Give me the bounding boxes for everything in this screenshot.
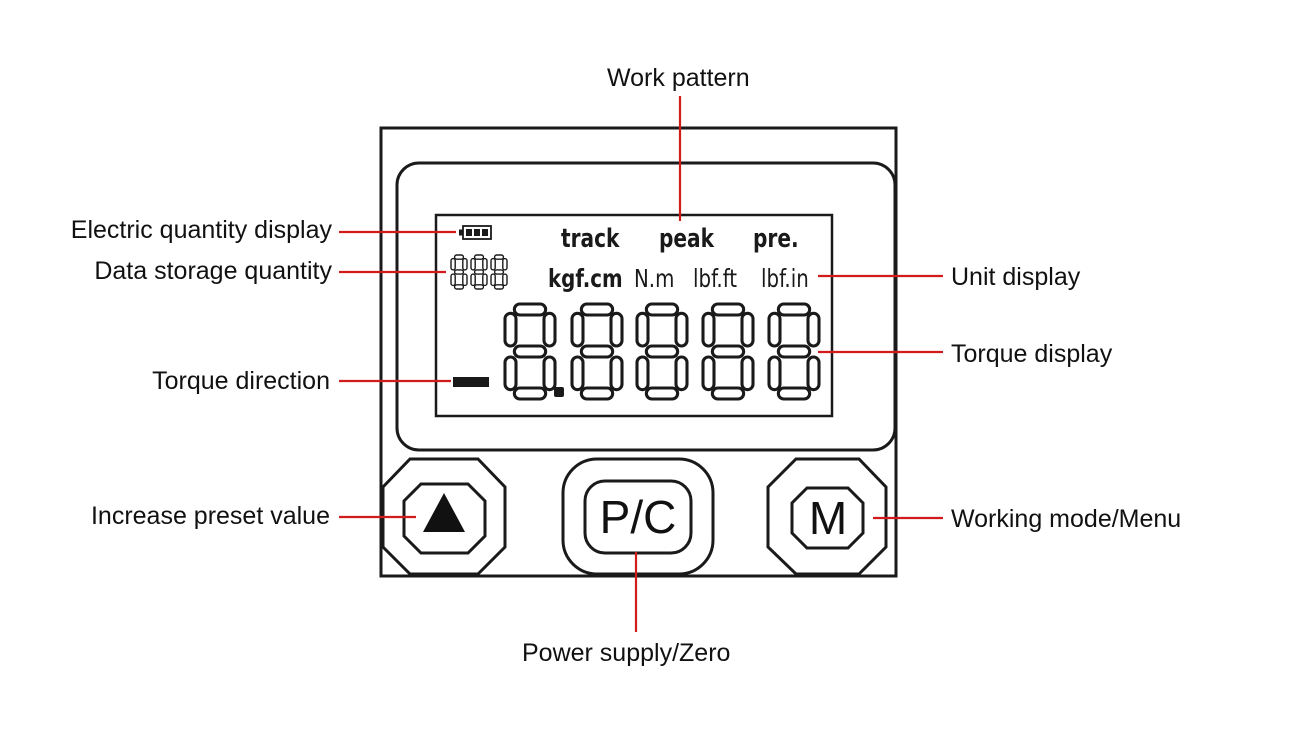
unit-lbf-in: lbf.in: [761, 264, 809, 293]
unit-lbf-ft: lbf.ft: [693, 264, 738, 293]
storage-digit-3: [490, 254, 508, 290]
mode-pre: pre.: [753, 224, 799, 254]
torque-direction-minus-segment: [453, 377, 489, 387]
up-triangle-icon[interactable]: [423, 493, 465, 532]
unit-n-m: N.m: [634, 264, 675, 293]
label-working-mode: Working mode/Menu: [951, 505, 1182, 533]
pc-button-shell-inner[interactable]: [583, 479, 693, 555]
unit-kgf-cm: kgf.cm: [548, 264, 623, 293]
main-digit-2: [570, 302, 624, 401]
lcd-window: [434, 213, 834, 418]
main-digit-5: [767, 302, 821, 401]
storage-digit-1: [450, 254, 468, 290]
main-digit-4: [701, 302, 755, 401]
mode-peak: peak: [659, 224, 714, 254]
label-power-supply: Power supply/Zero: [522, 639, 731, 667]
storage-digit-2: [470, 254, 488, 290]
label-unit-display: Unit display: [951, 263, 1081, 291]
label-torque-display: Torque display: [951, 340, 1113, 368]
battery-full-icon: [459, 225, 492, 240]
mode-track: track: [561, 224, 620, 254]
label-increase-preset: Increase preset value: [90, 502, 330, 530]
label-electric-quantity: Electric quantity display: [70, 216, 332, 244]
main-digit-1: [503, 302, 557, 401]
m-button-shell: [766, 457, 888, 576]
m-button-label[interactable]: M: [808, 492, 848, 544]
main-digit-3: [635, 302, 689, 401]
label-data-storage: Data storage quantity: [94, 257, 332, 285]
decimal-point: [554, 387, 564, 397]
pc-button-label[interactable]: P/C: [599, 491, 677, 543]
storage-digits: [450, 254, 508, 290]
label-work-pattern: Work pattern: [607, 64, 750, 92]
label-torque-direction: Torque direction: [152, 367, 330, 395]
main-digits: [503, 302, 821, 401]
